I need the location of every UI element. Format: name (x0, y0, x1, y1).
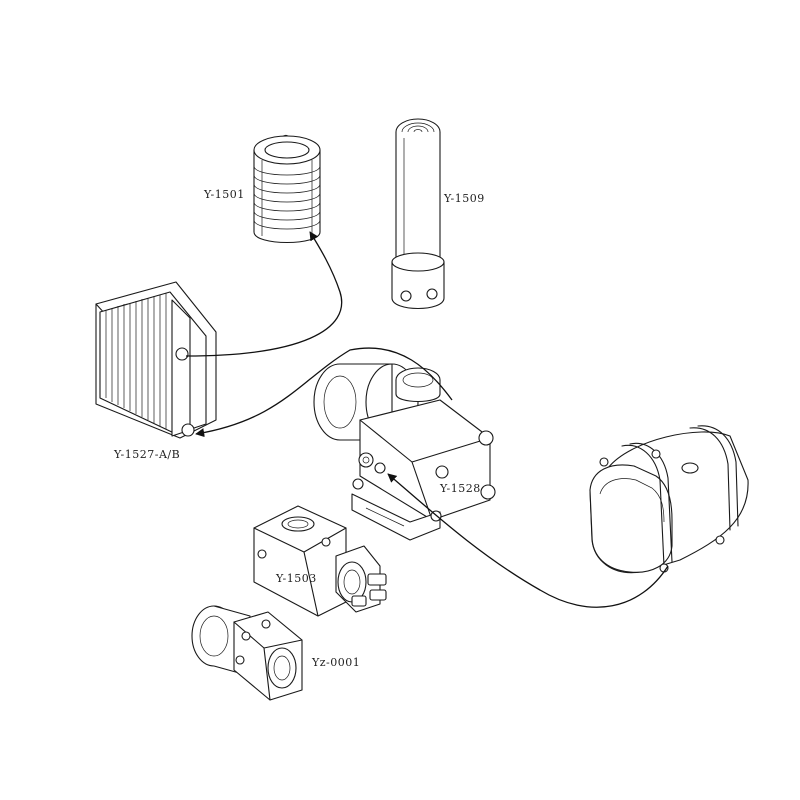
oil-cooler-drawing (95, 281, 217, 439)
label-y1503: Y-1503 (275, 572, 317, 585)
flow-line-tank-to-pump (387, 473, 669, 608)
label-y1509: Y-1509 (443, 192, 485, 205)
flow-line-cooler-to-accumulator (185, 231, 343, 357)
label-y1528: Y-1528 (439, 482, 481, 495)
cylinder-drawing (391, 118, 445, 309)
flow-lines (185, 231, 669, 608)
motor-drawing (191, 605, 303, 701)
valve-block-drawing (253, 505, 387, 617)
oil-tank-drawing (589, 425, 749, 574)
label-y1501: Y-1501 (203, 188, 245, 201)
label-yz0001: Yz-0001 (311, 656, 360, 669)
flow-line-pump-to-cooler (195, 347, 453, 438)
accumulator-drawing (253, 134, 321, 244)
label-y1527: Y-1527-A/B (113, 448, 180, 461)
pump-block-drawing (313, 363, 496, 541)
